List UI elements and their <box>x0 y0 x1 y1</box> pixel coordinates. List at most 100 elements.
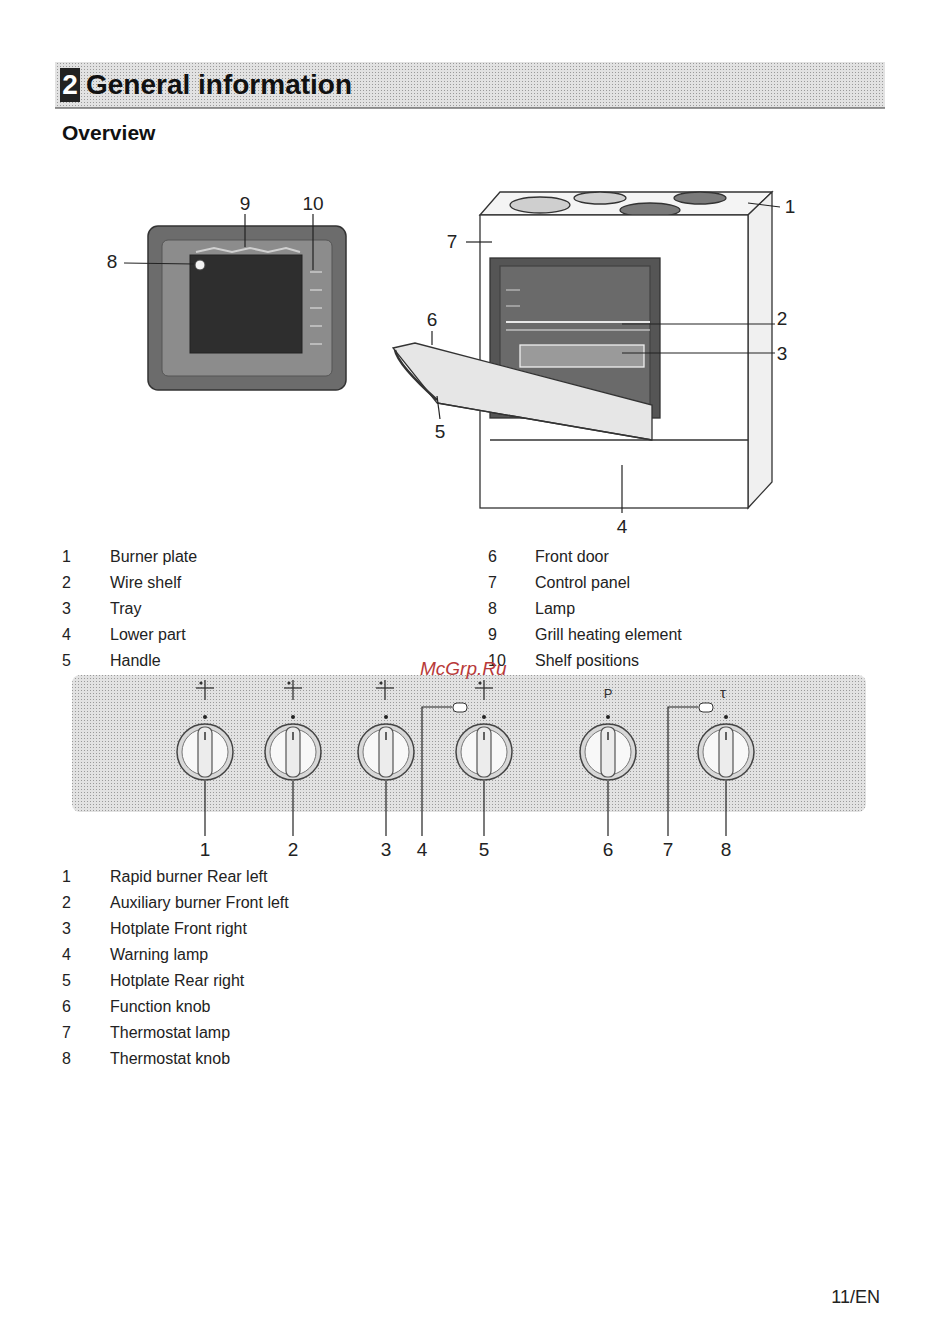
drawing-part <box>422 707 452 836</box>
knob <box>177 715 233 780</box>
drawing-part <box>506 321 650 323</box>
knob <box>698 715 754 780</box>
callout-number: 8 <box>107 252 118 271</box>
item-number: 4 <box>62 947 71 963</box>
page-number: 11/EN <box>831 1288 880 1306</box>
hotplate-symbol <box>475 680 493 700</box>
drawing-part <box>725 781 726 836</box>
drawing-part <box>310 289 322 291</box>
item-number: 4 <box>62 627 71 643</box>
knob <box>358 715 414 780</box>
drawing-part <box>310 325 322 327</box>
control-name: Rapid burner Rear left <box>110 869 267 885</box>
watermark: McGrp.Ru <box>420 659 507 678</box>
drawing-part <box>621 465 622 513</box>
drawing-part <box>748 192 772 508</box>
drawing-part <box>162 240 332 376</box>
part-name: Lamp <box>535 601 575 617</box>
callout-number: 2 <box>288 840 299 859</box>
callout-number: 2 <box>777 309 788 328</box>
oven-interior <box>148 226 346 390</box>
callout-number: 5 <box>435 422 446 441</box>
item-number: 5 <box>62 653 71 669</box>
drawing-part <box>196 248 300 252</box>
callout-number: 6 <box>427 310 438 329</box>
drawing-part <box>395 350 437 400</box>
drawing-part <box>310 307 322 309</box>
control-name: Function knob <box>110 999 211 1015</box>
item-number: 3 <box>62 601 71 617</box>
callout-number: 4 <box>617 517 628 536</box>
item-number: 2 <box>62 575 71 591</box>
callout-number: 1 <box>785 197 796 216</box>
drawing-part <box>124 263 194 264</box>
burner-symbol <box>284 680 302 700</box>
drawing-part <box>506 330 650 331</box>
drawing-part <box>244 214 245 247</box>
header-band <box>55 62 885 108</box>
part-name: Front door <box>535 549 609 565</box>
drawing-part <box>674 192 726 204</box>
drawing-part <box>385 781 386 836</box>
leader-lines <box>432 203 780 513</box>
drawing-part <box>622 352 775 353</box>
callout-number: 5 <box>479 840 490 859</box>
drawing-part <box>668 707 698 836</box>
part-name: Grill heating element <box>535 627 682 643</box>
header-rule <box>55 108 885 109</box>
callout-number: 3 <box>381 840 392 859</box>
callout-number: 1 <box>200 840 211 859</box>
control-name: Auxiliary burner Front left <box>110 895 289 911</box>
item-number: 2 <box>62 895 71 911</box>
drawing-part <box>393 343 652 440</box>
drawing-part <box>292 781 293 836</box>
drawing-part <box>195 260 205 270</box>
callout-number: 8 <box>721 840 732 859</box>
callout-number: 3 <box>777 344 788 363</box>
hotplate-symbol <box>376 680 394 700</box>
drawing-part <box>310 271 322 273</box>
item-number: 3 <box>62 921 71 937</box>
control-name: Warning lamp <box>110 947 208 963</box>
item-number: 7 <box>488 575 497 591</box>
part-name: Wire shelf <box>110 575 181 591</box>
drawing-part <box>506 305 520 306</box>
drawing-part <box>466 241 492 242</box>
cooker <box>393 192 772 508</box>
warning-lamp <box>453 703 467 712</box>
drawing-part <box>148 226 346 390</box>
knob <box>580 715 636 780</box>
drawing-part <box>204 781 205 836</box>
burner-symbol <box>196 680 214 700</box>
knob-symbol: τ <box>720 685 726 700</box>
callout-number: 10 <box>302 194 323 213</box>
subheading: Overview <box>62 122 155 143</box>
chapter-number-box: 2 <box>60 68 80 102</box>
drawing-part <box>483 781 484 836</box>
item-number: 9 <box>488 627 497 643</box>
knob <box>456 715 512 780</box>
drawing-part <box>480 215 748 508</box>
item-number: 7 <box>62 1025 71 1041</box>
drawing-part <box>431 331 432 345</box>
drawing-part <box>520 345 644 367</box>
callout-number: 9 <box>240 194 251 213</box>
thermostat-lamp <box>699 703 713 712</box>
item-number: 8 <box>62 1051 71 1067</box>
leader-lines <box>205 707 726 836</box>
chapter-number: 2 <box>62 71 78 99</box>
drawing-part <box>437 396 440 419</box>
control-name: Thermostat knob <box>110 1051 230 1067</box>
leader-lines <box>124 214 313 270</box>
drawing-part <box>510 197 570 213</box>
drawing-part <box>748 203 780 207</box>
item-number: 6 <box>62 999 71 1015</box>
drawing-part <box>506 289 520 290</box>
drawing-part <box>190 255 302 353</box>
drawing-part <box>490 439 748 440</box>
control-panel <box>72 675 866 812</box>
callout-number: 4 <box>417 840 428 859</box>
section-title: General information <box>86 71 352 99</box>
part-name: Tray <box>110 601 141 617</box>
